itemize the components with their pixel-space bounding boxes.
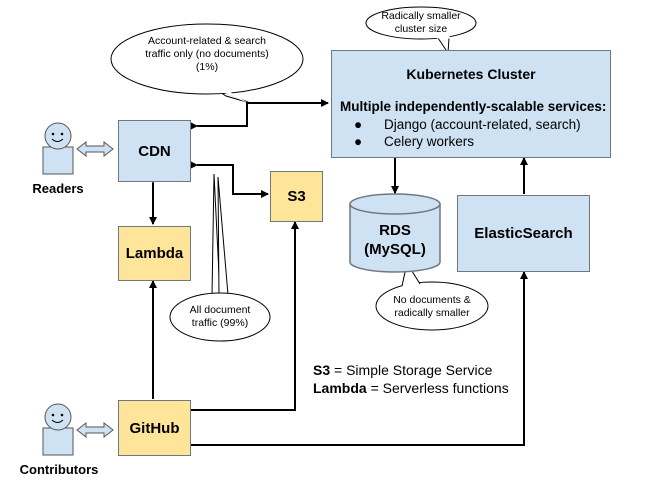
callout-line: All document: [189, 304, 251, 316]
rds-label: RDS (MySQL): [350, 221, 440, 259]
elasticsearch-box: ElasticSearch: [457, 195, 590, 272]
connector-github-s3: [191, 221, 299, 411]
reader-double-arrow: [76, 140, 114, 158]
legend-s3-term: S3: [313, 362, 331, 378]
readers-label: Readers: [32, 181, 84, 196]
callout-document-traffic-text: All document traffic (99%): [175, 304, 265, 330]
callout-line: Radically smaller: [381, 10, 461, 22]
callout-line: traffic only (no documents): [145, 48, 269, 60]
callout-line: traffic (99%): [191, 317, 249, 329]
callout-rds-note: [375, 261, 489, 331]
lambda-box: Lambda: [118, 226, 191, 281]
connector-cdn-s3: [190, 161, 269, 198]
contributor-double-arrow: [76, 421, 114, 439]
callout-rds-note-text: No documents & radically smaller: [380, 294, 484, 320]
legend-s3-definition: = Simple Storage Service: [330, 362, 493, 378]
callout-line: cluster size: [394, 23, 448, 35]
kubernetes-cluster-box: [331, 50, 611, 158]
service-celery: Celery workers: [384, 134, 475, 149]
legend-lambda-definition: = Serverless functions: [366, 380, 509, 396]
kubernetes-services-list: ●Django (account-related, search) ●Celer…: [354, 116, 581, 150]
contributor-avatar: [42, 403, 74, 456]
service-django: Django (account-related, search): [384, 117, 581, 132]
list-item: ●Django (account-related, search): [354, 117, 581, 132]
callout-cluster-size: [365, 6, 477, 55]
rds-label-line-1: RDS: [379, 222, 411, 239]
rds-label-line-2: (MySQL): [364, 241, 426, 258]
callout-line: (1%): [195, 61, 219, 73]
legend-lambda: Lambda = Serverless functions: [313, 379, 509, 397]
rds-cylinder: [349, 193, 441, 273]
connector-github-elasticsearch: [191, 271, 528, 446]
callout-line: radically smaller: [394, 307, 470, 319]
legend-s3: S3 = Simple Storage Service: [313, 361, 509, 379]
reader-avatar: [42, 122, 74, 175]
s3-box: S3: [270, 171, 323, 222]
legend-lambda-term: Lambda: [313, 380, 367, 396]
kubernetes-cluster-title: Kubernetes Cluster: [406, 66, 536, 82]
callout-line: Account-related & search: [148, 35, 266, 47]
contributors-label: Contributors: [19, 462, 99, 477]
legend: S3 = Simple Storage Service Lambda = Ser…: [313, 361, 509, 397]
callout-line: No documents &: [393, 294, 471, 306]
kubernetes-services-heading: Multiple independently-scalable services…: [340, 99, 607, 114]
connector-cdn-kubernetes: [190, 99, 329, 130]
github-box: GitHub: [118, 400, 191, 456]
list-item: ●Celery workers: [354, 134, 475, 149]
callout-document-traffic: [169, 173, 271, 342]
callout-account-traffic-text: Account-related & search traffic only (n…: [120, 35, 294, 74]
callout-cluster-size-text: Radically smaller cluster size: [371, 10, 471, 36]
cdn-box: CDN: [118, 120, 191, 182]
